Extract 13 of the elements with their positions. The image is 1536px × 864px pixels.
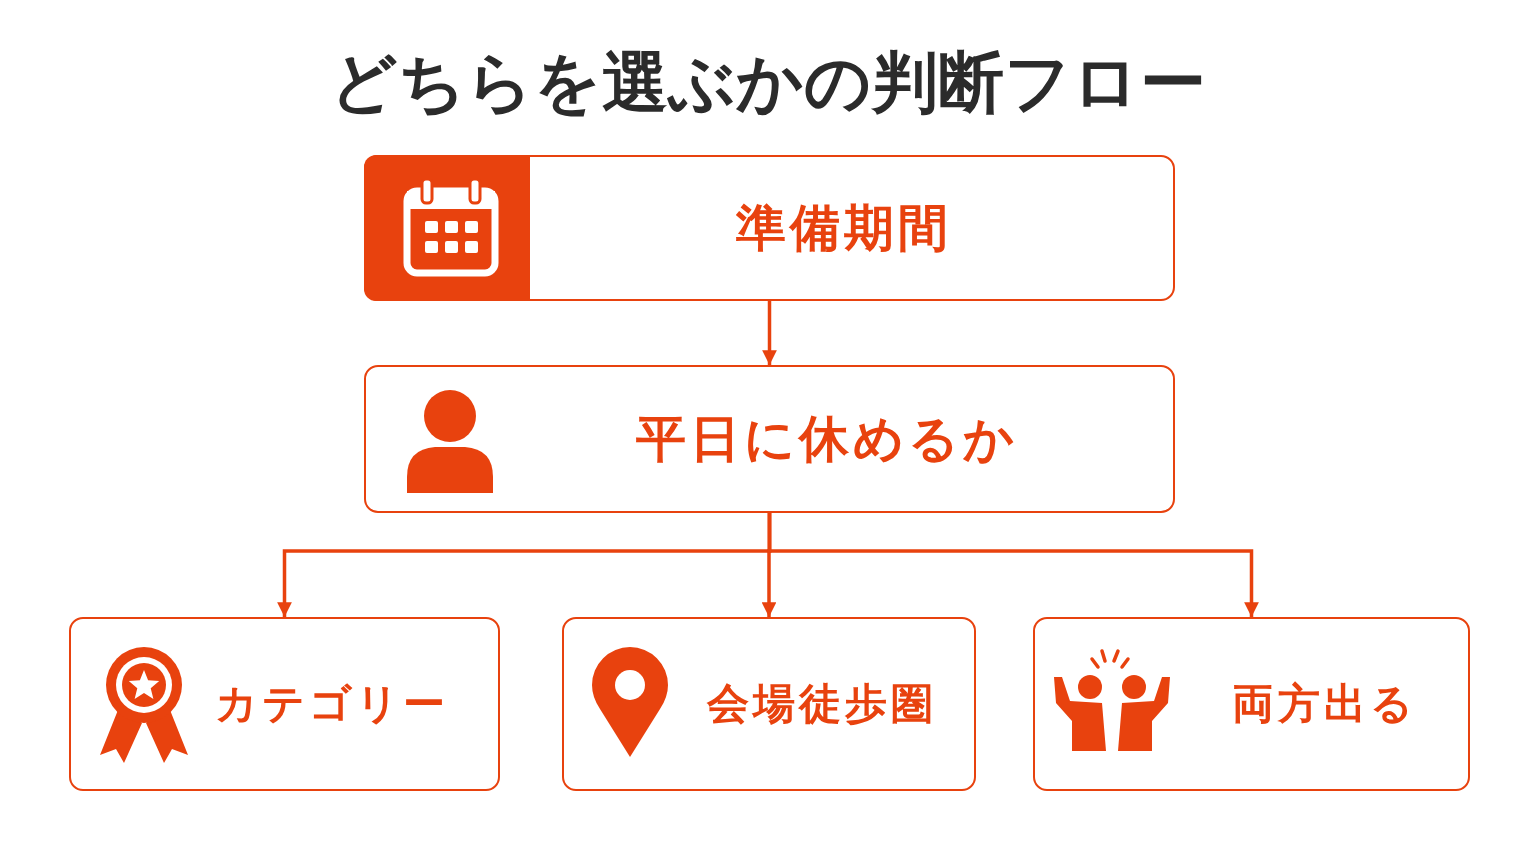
process-box	[69, 617, 500, 791]
process-box	[1033, 617, 1470, 791]
arrow	[767, 513, 1259, 617]
node-label: 会場徒歩圏	[707, 677, 937, 730]
node-label: 準備期間	[736, 197, 952, 258]
process-box	[364, 365, 1175, 513]
node-label: カテゴリー	[215, 677, 449, 730]
node-label: 平日に休めるか	[636, 408, 1018, 469]
process-box	[364, 155, 1175, 301]
process-box	[562, 617, 976, 791]
arrow	[762, 301, 777, 365]
title: どちらを選ぶかの判断フロー	[329, 43, 1207, 123]
node-label: 両方出る	[1231, 677, 1417, 730]
